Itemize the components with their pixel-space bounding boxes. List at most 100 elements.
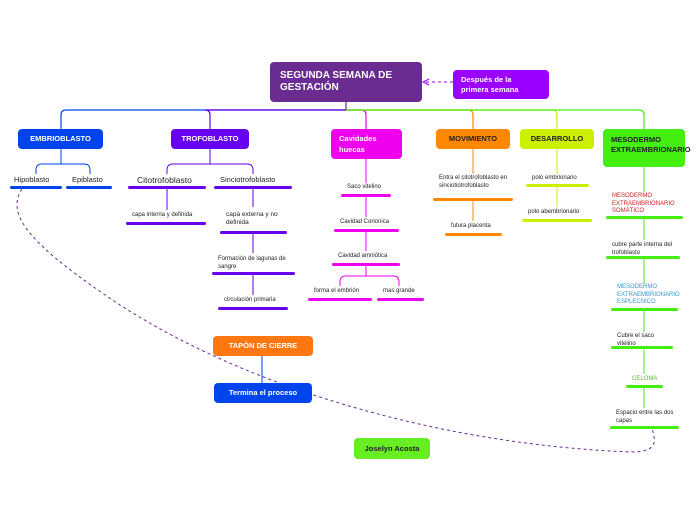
underline-sinciotrofoblasto	[214, 186, 292, 189]
node-cavidad-corionica-text: Cavidad Corionica	[340, 219, 390, 225]
node-epiblasto-text: Epiblasto	[72, 175, 103, 184]
link-bus-desarrollo	[346, 109, 558, 129]
node-cavidad-corionica[interactable]: Cavidad Corionica	[340, 219, 389, 227]
node-meso-esplecnico-text: MESODERMO EXTRAEMBRIONARIO ESPLECNICO	[617, 284, 680, 305]
node-polo-embrionario[interactable]: polo embrionario	[532, 175, 577, 183]
node-futura-placenta[interactable]: futura placenta	[451, 223, 491, 231]
underline-hipoblasto	[10, 186, 62, 189]
note-text: Después de la primera semana	[461, 75, 519, 94]
node-futura-placenta-text: futura placenta	[451, 223, 491, 229]
underline-cavidad-amniotica	[332, 263, 400, 266]
note-node[interactable]: Después de la primera semana	[453, 70, 549, 99]
underline-cubre-trofoblasto	[606, 256, 680, 259]
branch-trofoblasto-label: TROFOBLASTO	[181, 134, 239, 143]
node-tapon-cierre[interactable]: TAPÓN DE CIERRE	[213, 336, 313, 356]
underline-entra-citotrofoblasto	[433, 198, 513, 201]
underline-cavidad-corionica	[334, 229, 399, 232]
underline-capa-externa	[220, 231, 287, 234]
root-node[interactable]: SEGUNDA SEMANA DE GESTACIÓN	[270, 62, 422, 102]
branch-movimiento[interactable]: MOVIMIENTO	[436, 129, 510, 149]
node-cubre-trofoblasto[interactable]: cubre parte interna del trofoblasto	[612, 242, 680, 257]
node-polo-abembrionario[interactable]: polo abembrionario	[528, 209, 579, 217]
node-cubre-trofoblasto-text: cubre parte interna del trofoblasto	[612, 242, 673, 256]
root-title: SEGUNDA SEMANA DE GESTACIÓN	[280, 70, 393, 93]
underline-citotrofoblasto	[128, 186, 206, 189]
node-capa-interna-text: capa interna y definida	[132, 212, 193, 218]
underline-futura-placenta	[445, 233, 502, 236]
node-entra-citotrofoblasto-text: Entra el citotrofoblasto en sinciotiotro…	[439, 175, 508, 189]
underline-capa-interna	[126, 222, 206, 225]
node-mas-grande[interactable]: mas grande	[383, 288, 415, 296]
node-epiblasto[interactable]: Epiblasto	[72, 175, 103, 184]
branch-cavidades-label: Cavidades huecas	[339, 134, 377, 154]
node-forma-embrion-text: forma el embrión	[314, 288, 360, 294]
node-celoma[interactable]: CELOMA	[632, 376, 657, 384]
node-polo-abembrionario-text: polo abembrionario	[528, 209, 580, 215]
node-cubre-saco-text: Cubre el saco vitelino	[617, 333, 655, 347]
node-tapon-cierre-label: TAPÓN DE CIERRE	[228, 341, 298, 350]
underline-polo-abembrionario	[522, 219, 592, 222]
node-entra-citotrofoblasto[interactable]: Entra el citotrofoblasto en sinciotiotro…	[439, 175, 509, 190]
node-hipoblasto[interactable]: Hipoblasto	[14, 175, 49, 184]
branch-desarrollo-label: DESARROLLO	[530, 134, 584, 143]
node-cavidad-amniotica-text: Cavidad amniótica	[338, 253, 388, 259]
branch-trofoblasto[interactable]: TROFOBLASTO	[171, 129, 249, 149]
link-bus-trofoblasto	[204, 109, 346, 129]
underline-lagunas	[212, 272, 295, 275]
node-forma-embrion[interactable]: forma el embrión	[314, 288, 359, 296]
node-espacio-capas-text: Espacio entre las dos capas	[616, 410, 674, 424]
underline-forma-embrion	[308, 298, 372, 301]
node-saco-vitelino[interactable]: Saco vitelino	[347, 184, 381, 192]
link-embrio-children	[35, 149, 91, 174]
node-citotrofoblasto[interactable]: Citotrofoblasto	[137, 175, 192, 186]
underline-mas-grande	[377, 298, 424, 301]
node-sinciotrofoblasto-text: Sinciotrofoblasto	[220, 175, 276, 184]
node-capa-externa-text: capa externa y no definida	[226, 211, 278, 227]
underline-meso-somatico	[606, 216, 683, 219]
link-bus-cavidades	[346, 109, 367, 129]
node-termina-proceso[interactable]: Termina el proceso	[214, 383, 312, 403]
branch-mesodermo-label: MESODERMO EXTRAEMBRIONARIO	[611, 135, 691, 154]
node-circulacion[interactable]: circulación primaria	[224, 297, 276, 305]
branch-embrioblasto-label: EMBRIOBLASTO	[30, 134, 91, 143]
node-polo-embrionario-text: polo embrionario	[532, 175, 577, 181]
branch-movimiento-label: MOVIMIENTO	[448, 134, 498, 143]
node-celoma-text: CELOMA	[632, 376, 658, 382]
node-meso-somatico[interactable]: MESODERMO EXTRAEMBRIONARIO SOMÁTICO	[612, 193, 684, 216]
author-text: Joselyn Acosta	[364, 444, 420, 453]
node-capa-interna[interactable]: capa interna y definida	[132, 212, 192, 220]
underline-meso-esplecnico	[611, 308, 678, 311]
node-lagunas[interactable]: Formación de lagunas de sangre	[218, 256, 290, 271]
link-bus-embrioblasto	[60, 109, 346, 129]
node-meso-somatico-text: MESODERMO EXTRAEMBRIONARIO SOMÁTICO	[612, 193, 675, 214]
branch-cavidades[interactable]: Cavidades huecas	[331, 129, 402, 159]
link-trofo-children	[166, 149, 254, 174]
branch-desarrollo[interactable]: DESARROLLO	[520, 129, 594, 149]
underline-epiblasto	[66, 186, 112, 189]
underline-espacio-capas	[610, 426, 679, 429]
node-hipoblasto-text: Hipoblasto	[14, 175, 50, 184]
node-circulacion-text: circulación primaria	[224, 297, 276, 303]
node-lagunas-text: Formación de lagunas de sangre	[218, 256, 286, 270]
branch-mesodermo[interactable]: MESODERMO EXTRAEMBRIONARIO	[603, 129, 691, 167]
underline-saco-vitelino	[341, 194, 391, 197]
node-citotrofoblasto-text: Citotrofoblasto	[137, 175, 192, 185]
node-termina-proceso-label: Termina el proceso	[228, 388, 298, 397]
node-mas-grande-text: mas grande	[383, 288, 415, 294]
underline-cubre-saco	[611, 346, 673, 349]
node-espacio-capas[interactable]: Espacio entre las dos capas	[616, 410, 676, 425]
link-amniotica-children	[339, 275, 400, 286]
node-meso-esplecnico[interactable]: MESODERMO EXTRAEMBRIONARIO ESPLECNICO	[617, 284, 680, 307]
author-node[interactable]: Joselyn Acosta	[354, 438, 430, 459]
underline-circulacion	[218, 307, 288, 310]
link-bus-mesodermo	[346, 109, 645, 129]
node-saco-vitelino-text: Saco vitelino	[347, 184, 382, 190]
branch-embrioblasto[interactable]: EMBRIOBLASTO	[18, 129, 103, 149]
arrow-note	[421, 78, 430, 86]
node-cavidad-amniotica[interactable]: Cavidad amniótica	[338, 253, 387, 261]
node-sinciotrofoblasto[interactable]: Sinciotrofoblasto	[220, 175, 275, 184]
underline-polo-embrionario	[526, 184, 589, 187]
node-cubre-saco[interactable]: Cubre el saco vitelino	[617, 333, 669, 348]
underline-celoma	[626, 385, 663, 388]
node-capa-externa[interactable]: capa externa y no definida	[226, 211, 286, 227]
